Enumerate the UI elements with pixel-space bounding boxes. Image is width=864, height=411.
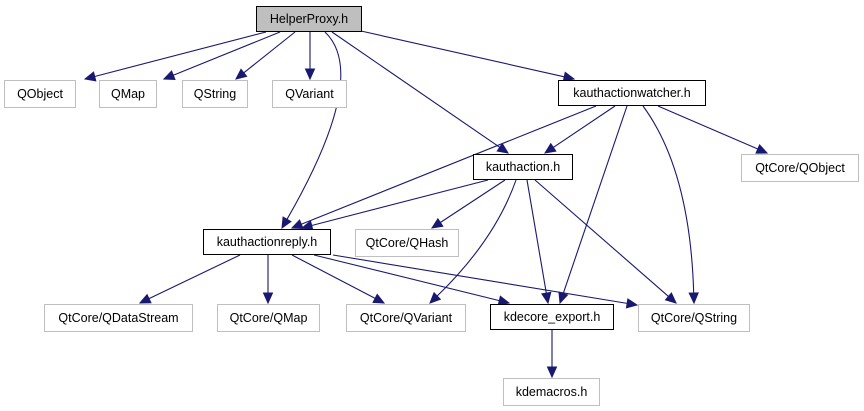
edge-kauthactionwatcher-to-kauthaction — [552, 105, 616, 148]
arrowhead-kauthaction-to-qtcore-qhash — [430, 217, 444, 229]
arrowhead-helperproxy-to-qstring — [235, 68, 248, 80]
arrowhead-kauthactionreply-to-qtcore-qvariant — [372, 293, 386, 304]
edge-kauthactionreply-to-qtcore-qdatastream — [148, 254, 241, 300]
arrowhead-kauthactionwatcher-to-qtcore-qstring — [688, 292, 699, 305]
edge-kauthactionreply-to-qtcore-qvariant — [291, 254, 376, 299]
node-helperproxy: HelperProxy.h — [256, 6, 362, 32]
arrowhead-kauthaction-to-kauthactionreply — [300, 220, 314, 231]
arrowhead-kauthactionwatcher-to-kauthactionreply — [290, 219, 304, 229]
arrowhead-kauthactionwatcher-to-kdecore-export — [558, 291, 569, 305]
edge-kauthactionwatcher-to-kauthactionreply — [301, 105, 597, 225]
arrowhead-helperproxy-to-kauthaction — [496, 142, 510, 154]
node-qmap: QMap — [99, 80, 157, 108]
arrowhead-kauthaction-to-kdecore-export — [541, 291, 552, 305]
node-kauthactionreply[interactable]: kauthactionreply.h — [203, 229, 331, 255]
arrowhead-kauthaction-to-qtcore-qstring — [664, 292, 677, 304]
edge-kauthaction-to-kauthactionreply — [311, 179, 489, 227]
edge-kauthactionwatcher-to-qtcore-qobject — [657, 105, 759, 150]
arrowhead-helperproxy-to-kauthactionreply — [281, 216, 292, 230]
edge-helperproxy-to-kauthaction — [331, 31, 501, 148]
arrowhead-kauthactionwatcher-to-qtcore-qobject — [755, 144, 769, 154]
arrowhead-kauthactionwatcher-to-kauthaction — [543, 142, 557, 154]
arrowhead-kdecore-export-to-kdemacros — [546, 366, 558, 379]
node-qtcore-qvariant: QtCore/QVariant — [346, 304, 466, 332]
edge-kauthaction-to-qtcore-qstring — [534, 179, 669, 297]
node-kdemacros: kdemacros.h — [503, 378, 600, 406]
node-qobject: QObject — [4, 80, 76, 108]
node-kauthaction[interactable]: kauthaction.h — [473, 154, 573, 180]
edge-helperproxy-to-qmap — [173, 31, 281, 76]
node-kdecore-export[interactable]: kdecore_export.h — [490, 304, 614, 330]
arrowhead-kauthactionreply-to-qtcore-qmap — [262, 292, 274, 305]
edge-helperproxy-to-kauthactionreply — [286, 31, 342, 220]
edge-kauthactionwatcher-to-qtcore-qstring — [642, 105, 695, 294]
arrowhead-kauthactionreply-to-kdecore-export — [497, 295, 511, 306]
node-qtcore-qstring: QtCore/QString — [638, 304, 750, 332]
node-qtcore-qdatastream: QtCore/QDataStream — [44, 304, 193, 332]
arrowhead-helperproxy-to-qobject — [83, 71, 97, 82]
arrowhead-kauthactionreply-to-qtcore-qstring — [625, 298, 639, 309]
node-kauthactionwatcher[interactable]: kauthactionwatcher.h — [558, 80, 706, 106]
arrowhead-helperproxy-to-qvariant — [304, 68, 316, 81]
arrowhead-kauthactionreply-to-qtcore-qdatastream — [138, 293, 152, 304]
edge-helperproxy-to-qstring — [243, 31, 296, 74]
edge-kauthactionreply-to-kdecore-export — [313, 254, 500, 302]
edge-kauthaction-to-qtcore-qhash — [440, 179, 506, 223]
edge-kauthactionwatcher-to-kdecore-export — [562, 105, 628, 294]
node-qstring: QString — [182, 80, 248, 108]
edge-kauthaction-to-qtcore-qvariant — [436, 179, 517, 297]
edge-helperproxy-to-qobject — [94, 31, 267, 78]
edge-kauthactionreply-to-qtcore-qstring — [332, 254, 628, 304]
node-qtcore-qmap: QtCore/QMap — [217, 304, 320, 332]
edge-helperproxy-to-kauthactionwatcher — [360, 30, 565, 78]
node-qtcore-qhash: QtCore/QHash — [355, 229, 459, 257]
node-qvariant: QVariant — [272, 80, 347, 108]
arrowhead-kauthaction-to-qtcore-qvariant — [429, 291, 442, 304]
node-qtcore-qobject: QtCore/QObject — [741, 154, 859, 182]
arrowhead-helperproxy-to-qmap — [162, 70, 176, 80]
edge-kauthaction-to-kdecore-export — [526, 179, 547, 294]
